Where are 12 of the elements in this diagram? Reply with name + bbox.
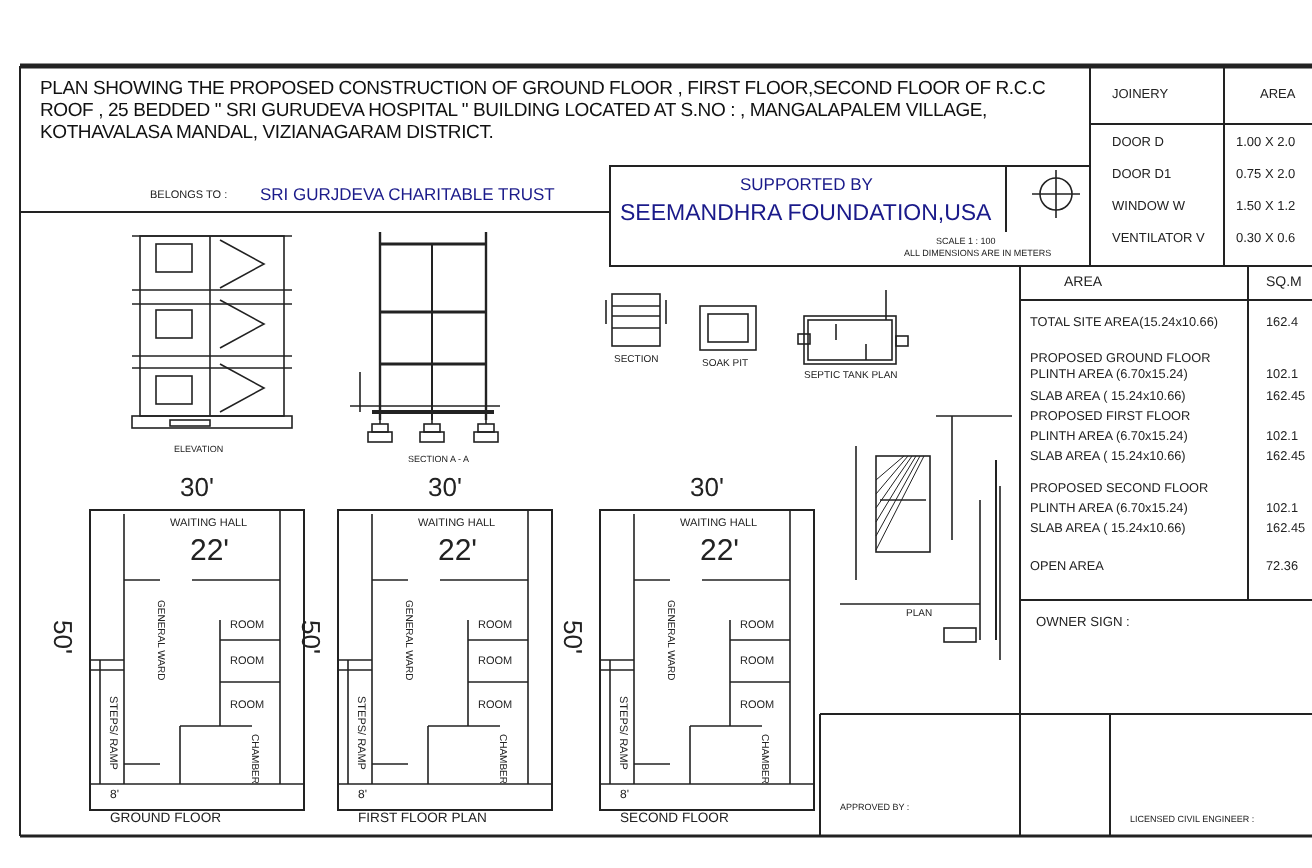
- sponsor-label: SUPPORTED BY: [740, 176, 873, 195]
- dimension-label: 30': [428, 474, 462, 503]
- sponsor-name: SEEMANDHRA FOUNDATION,USA: [620, 202, 992, 228]
- title-text: PLAN SHOWING THE PROPOSED CONSTRUCTION OF GROUND FLOOR , FIRST FLOOR,SECOND FLOOR OF R.C.C ROOF , 25 BEDDED " SRI GURUDEVA HOSPITAL " BUILDING LOCATED AT S.NO : , MANGALAPALEM VILLAGE, KOTHAVALASA MANDAL, VIZIANAGARAM DISTRICT.: [40, 78, 1048, 144]
- dimension-label: 50': [46, 620, 76, 654]
- dimension-label: 22': [438, 536, 478, 569]
- dimension-label: 50': [556, 620, 586, 654]
- dimension-label: 22': [190, 536, 230, 569]
- dimension-label: 30': [690, 474, 724, 503]
- dimension-label: 30': [180, 474, 214, 503]
- dimension-label: 22': [700, 536, 740, 569]
- owner-name: SRI GURJDEVA CHARITABLE TRUST: [260, 186, 555, 205]
